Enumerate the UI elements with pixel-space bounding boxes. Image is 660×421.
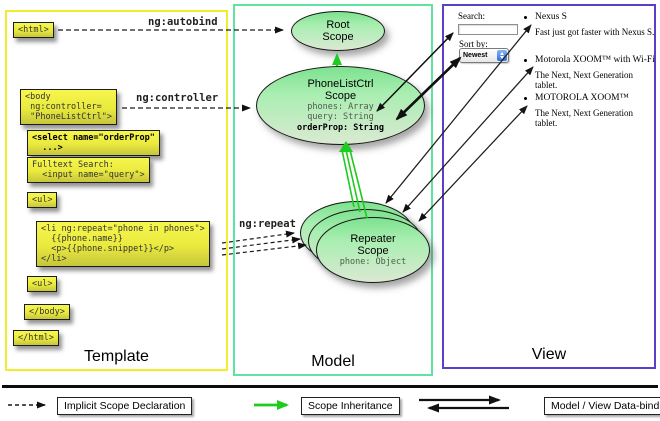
list-item: Nexus S Fast just got faster with Nexus … (524, 12, 656, 37)
phonelistctrl-scope-title: PhoneListCtrl Scope (307, 77, 374, 102)
code-li-repeat: <li ng:repeat="phone in phones"> {{phone… (36, 221, 210, 267)
bullet-icon (524, 15, 527, 19)
ng-repeat-label: ng:repeat (239, 218, 296, 230)
repeater-scope-ellipse: Repeater Scope phone: Object (316, 217, 430, 283)
list-item: MOTOROLA XOOM™ The Next, Next Generation… (524, 93, 656, 128)
phone-snippet: The Next, Next Generation tablet. (535, 108, 633, 128)
list-item: Motorola XOOM™ with Wi-Fi The Next, Next… (524, 55, 656, 90)
sort-dropdown-value: Newest (463, 52, 488, 59)
dropdown-stepper-icon[interactable] (497, 50, 507, 61)
prop-phone: phone: Object (339, 256, 407, 267)
phonelistctrl-scope-ellipse: PhoneListCtrl Scope phones: Array query:… (256, 66, 425, 145)
code-body-close: </body> (24, 304, 70, 320)
root-scope-ellipse: Root Scope (291, 11, 385, 51)
code-html-close: </html> (13, 330, 59, 346)
model-panel: Model (233, 4, 433, 376)
bullet-icon (524, 58, 527, 62)
code-fulltext: Fulltext Search: <input name="query"> (27, 157, 150, 183)
code-ul-close: <ul> (27, 276, 58, 292)
legend-databinding-arrows-icon (419, 395, 509, 413)
repeater-scope-title: Repeater Scope (350, 232, 396, 257)
code-select-tag: <select name="orderProp" ...> (27, 130, 160, 156)
search-input[interactable] (458, 24, 518, 35)
phone-snippet: Fast just got faster with Nexus S. (535, 27, 655, 37)
code-ul-open: <ul> (27, 192, 58, 208)
code-body-open: <body ng:controller= "PhoneListCtrl"> (20, 89, 117, 125)
model-panel-label: Model (311, 353, 355, 370)
legend-inheritance-box: Scope Inheritance (301, 397, 400, 415)
prop-phones: phones: Array (307, 101, 374, 112)
search-label: Search: (458, 11, 485, 21)
template-panel-label: Template (84, 348, 149, 365)
prop-query: query: String (307, 112, 374, 123)
legend-separator (2, 385, 658, 388)
sort-dropdown[interactable]: Newest (459, 48, 509, 63)
ng-autobind-label: ng:autobind (148, 16, 218, 28)
legend-implicit-box: Implicit Scope Declaration (57, 397, 193, 415)
legend-databinding-box: Model / View Data-binding (544, 397, 660, 415)
root-scope-title: Root Scope (322, 19, 354, 43)
prop-orderprop: orderProp: String (297, 122, 384, 133)
phone-snippet: The Next, Next Generation tablet. (535, 70, 633, 90)
phone-name: Nexus S (535, 12, 567, 22)
view-panel-label: View (531, 346, 567, 363)
phone-name: Motorola XOOM™ with Wi-Fi (535, 55, 655, 65)
ng-controller-label: ng:controller (136, 92, 219, 104)
code-html-open: <html> (13, 22, 54, 38)
phone-name: MOTOROLA XOOM™ (535, 93, 629, 103)
bullet-icon (524, 96, 527, 100)
